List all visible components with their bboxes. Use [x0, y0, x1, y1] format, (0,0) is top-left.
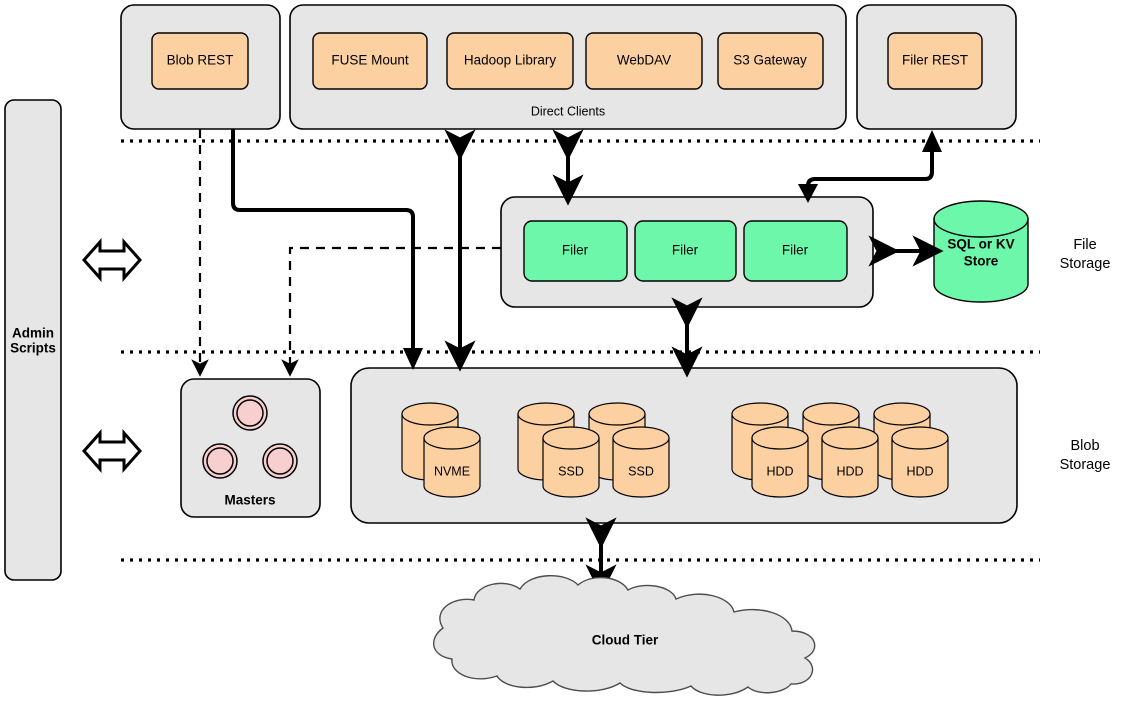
disk-label-ssd-2: SSD — [628, 464, 654, 478]
admin-to-masters-double-arrow — [81, 429, 143, 473]
client-box-blob-rest[interactable] — [151, 32, 249, 90]
filer-node-1[interactable] — [523, 220, 628, 282]
filer-node-1-label: Filer — [562, 243, 589, 258]
client-label-fuse-mount: FUSE Mount — [331, 53, 409, 68]
disk-group-ssd[interactable]: SSD SSD — [517, 402, 670, 498]
admin-to-filer-double-arrow — [81, 238, 143, 282]
filer-node-2[interactable] — [634, 220, 737, 282]
disk-group-hdd[interactable]: HDD HDD HDD — [731, 402, 949, 498]
disk-label-hdd-1: HDD — [766, 464, 793, 478]
sql-or-kv-store-label-line1: SQL or KV — [947, 237, 1014, 252]
connector-filer-to-masters — [281, 246, 501, 377]
disk-label-nvme: NVME — [434, 464, 470, 478]
blob-storage-side-label-line2: Storage — [1060, 457, 1111, 473]
client-label-blob-rest: Blob REST — [167, 53, 234, 68]
connector-filerrest-to-filer — [806, 148, 934, 190]
disk-label-hdd-3: HDD — [906, 464, 933, 478]
file-storage-side-label-line1: File — [1073, 237, 1096, 253]
sql-or-kv-store-label-line2: Store — [964, 254, 999, 269]
master-node-3[interactable] — [262, 443, 298, 479]
disk-label-hdd-2: HDD — [836, 464, 863, 478]
sql-or-kv-store-cylinder[interactable] — [933, 200, 1029, 303]
masters-group[interactable] — [180, 378, 321, 518]
cloud-tier-shape[interactable] — [433, 575, 816, 696]
connector-filerrest-arrow-up — [922, 130, 942, 152]
cloud-tier-label: Cloud Tier — [592, 633, 659, 648]
client-box-filer-rest[interactable] — [887, 32, 983, 90]
client-box-hadoop-library[interactable] — [446, 32, 574, 90]
direct-clients-caption: Direct Clients — [531, 104, 605, 118]
client-box-s3-gateway[interactable] — [717, 32, 824, 90]
file-storage-side-label-line2: Storage — [1060, 256, 1111, 272]
masters-label: Masters — [224, 493, 275, 508]
client-label-filer-rest: Filer REST — [902, 53, 968, 68]
connector-blobrest-to-volumes-head — [403, 348, 423, 370]
filer-node-3-label: Filer — [782, 243, 809, 258]
admin-scripts-label-line1: Admin — [12, 326, 54, 341]
disk-group-nvme[interactable]: NVME — [401, 402, 481, 498]
admin-scripts-label-line2: Scripts — [10, 341, 56, 356]
client-label-s3-gateway: S3 Gateway — [733, 53, 807, 68]
master-node-1[interactable] — [232, 395, 268, 431]
filer-node-3[interactable] — [743, 220, 848, 282]
client-label-webdav: WebDAV — [617, 53, 671, 68]
disk-label-ssd-1: SSD — [558, 464, 584, 478]
client-label-hadoop-library: Hadoop Library — [464, 53, 557, 68]
client-box-fuse-mount[interactable] — [312, 32, 428, 90]
master-node-2[interactable] — [202, 443, 238, 479]
connector-blobrest-to-volumes — [231, 129, 415, 349]
client-box-webdav[interactable] — [585, 32, 703, 90]
connector-filerrest-arrow-down — [798, 184, 818, 203]
blob-storage-side-label-line1: Blob — [1070, 438, 1099, 454]
admin-scripts-panel[interactable] — [4, 99, 62, 581]
filer-node-2-label: Filer — [672, 243, 699, 258]
